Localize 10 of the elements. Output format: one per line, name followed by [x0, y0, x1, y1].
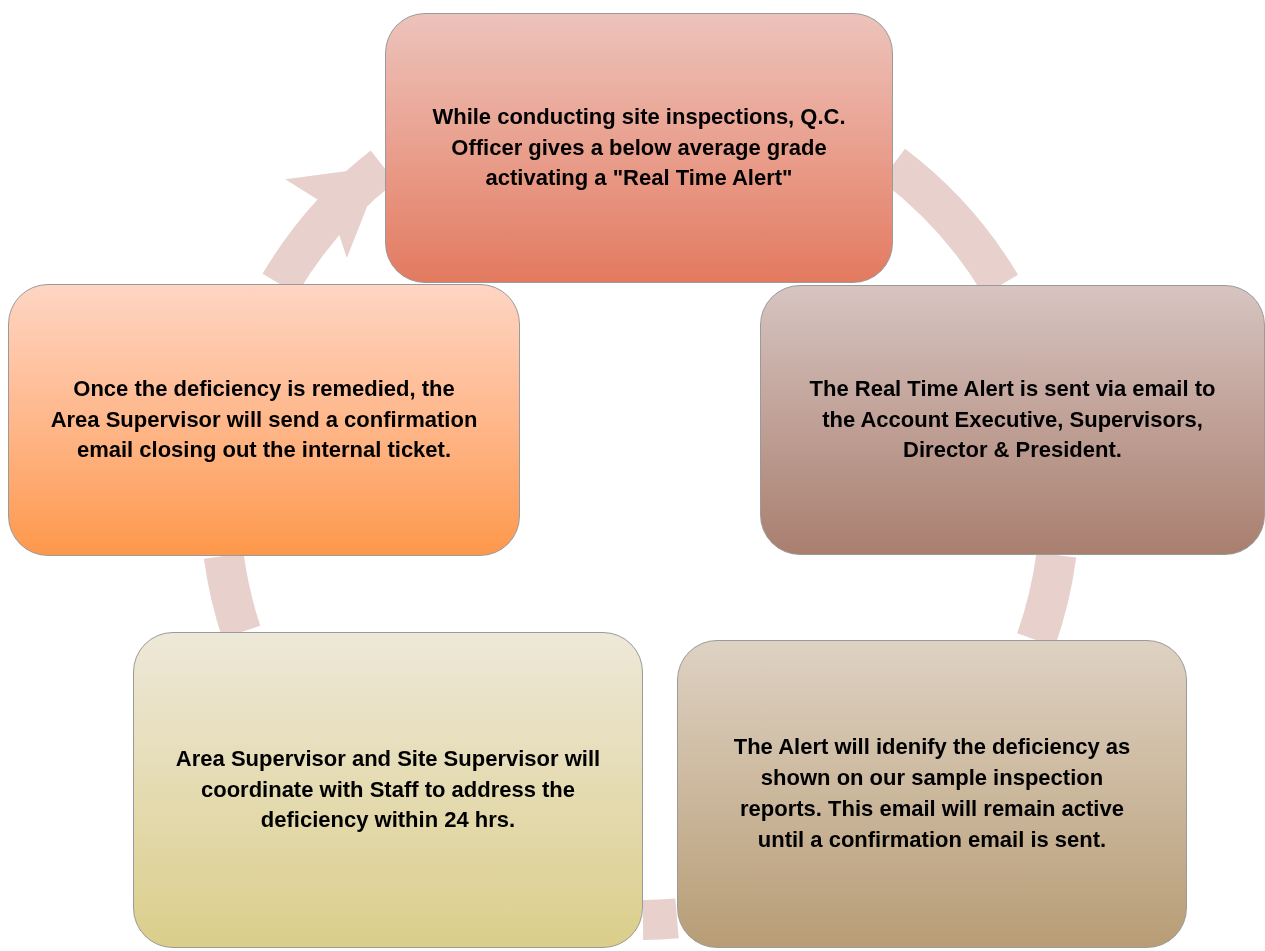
step-text: While conducting site inspections, Q.C. Officer gives a below average grade activating a "Real Time Alert" — [431, 102, 847, 193]
step-text: The Alert will idenify the deficiency as shown on our sample inspection reports. This email will remain active until a confirmation email is sent. — [732, 733, 1132, 854]
process-box — [8, 284, 520, 556]
process-box — [385, 13, 893, 283]
step-text: Area Supervisor and Site Supervisor will coordinate with Staff to address the deficiency within 24 hrs. — [174, 744, 602, 835]
process-box — [133, 632, 643, 948]
process-box — [677, 640, 1187, 948]
step-text: The Real Time Alert is sent via email to the Account Executive, Supervisors, Director & President. — [808, 374, 1217, 465]
step-text: Once the deficiency is remedied, the Area Supervisor will send a confirmation email closing out the internal ticket. — [49, 374, 479, 465]
process-box — [760, 285, 1265, 555]
